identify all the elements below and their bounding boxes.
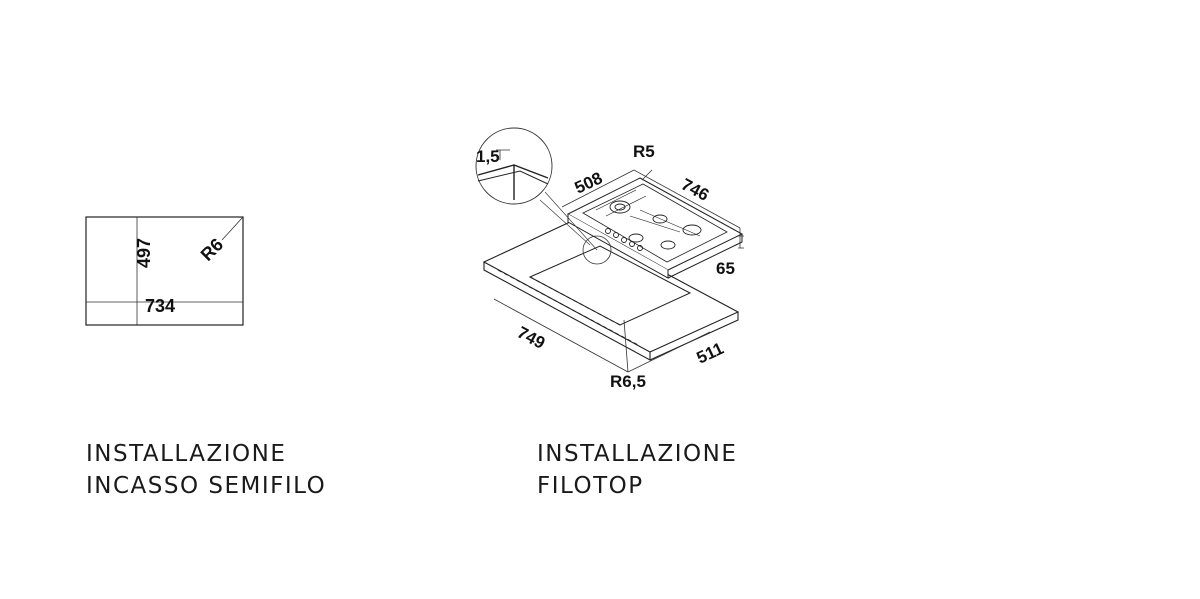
hob-height-label: 65 bbox=[716, 259, 735, 278]
burner-4 bbox=[660, 240, 676, 250]
width-label: 734 bbox=[145, 296, 175, 316]
semifilo-cutout-drawing: 734 497 R6 bbox=[85, 216, 244, 326]
radius-leader-line bbox=[221, 216, 244, 241]
hob-depth-label: 508 bbox=[572, 168, 606, 197]
cutout-radius-label: R6,5 bbox=[610, 372, 646, 391]
semifilo-caption-line2: INCASSO SEMIFILO bbox=[86, 473, 327, 499]
filotop-installation-drawing: 1,5 R5 508 746 65 749 511 R6,5 bbox=[475, 127, 744, 391]
burners bbox=[595, 189, 702, 251]
semifilo-caption: INSTALLAZIONE INCASSO SEMIFILO bbox=[86, 438, 326, 502]
filotop-caption-line1: INSTALLAZIONE bbox=[537, 441, 738, 467]
burner-3 bbox=[628, 233, 644, 243]
thickness-label: 1,5 bbox=[476, 147, 500, 166]
edge-detail-magnifier bbox=[475, 127, 612, 265]
cutout-depth-label: 511 bbox=[694, 339, 727, 368]
filotop-caption-line2: FILOTOP bbox=[537, 473, 644, 499]
cutout-outline bbox=[85, 216, 244, 326]
burner-2 bbox=[682, 224, 702, 236]
detail-target-circle bbox=[582, 235, 612, 265]
burner-1 bbox=[652, 214, 668, 224]
filotop-caption: INSTALLAZIONE FILOTOP bbox=[537, 438, 737, 502]
hob-width-label: 746 bbox=[678, 175, 712, 205]
dimension-lines bbox=[493, 169, 744, 373]
hob-radius-label: R5 bbox=[633, 142, 655, 161]
burner-wok bbox=[609, 200, 631, 214]
cutout-width-label: 749 bbox=[514, 323, 548, 353]
semifilo-caption-line1: INSTALLAZIONE bbox=[86, 441, 287, 467]
countertop-cutout bbox=[497, 245, 692, 347]
height-label: 497 bbox=[134, 238, 154, 268]
